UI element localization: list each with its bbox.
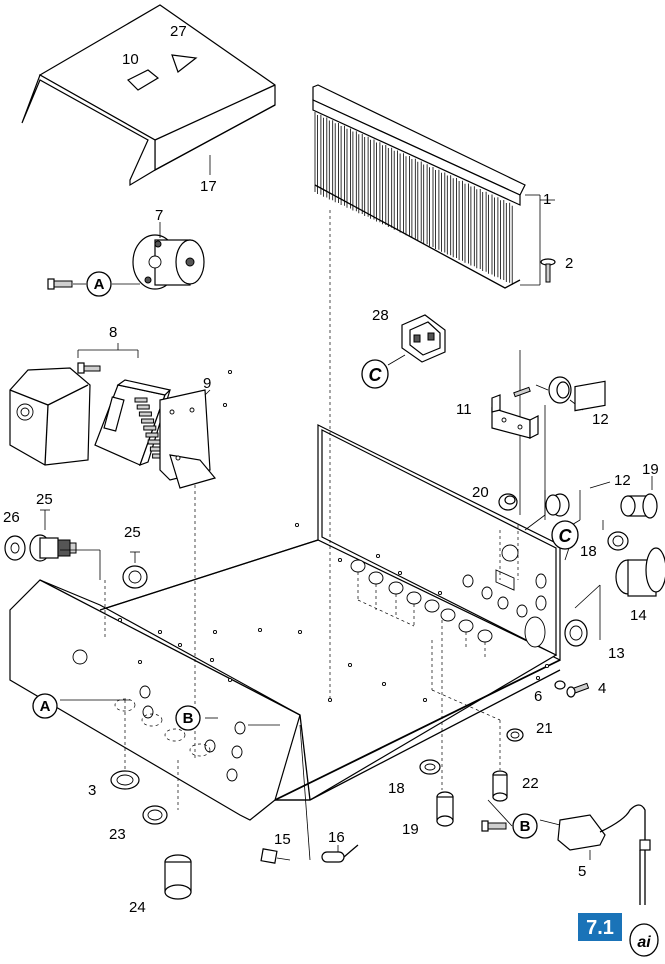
nut-part-23 <box>142 805 168 825</box>
svg-text:A: A <box>94 276 105 293</box>
callout-3: 3 <box>88 782 96 799</box>
callout-24: 24 <box>129 899 146 916</box>
svg-text:B: B <box>183 710 194 727</box>
cover-triangle-window <box>171 54 198 73</box>
section-number: 7.1 <box>586 917 614 939</box>
callout-26: 26 <box>3 509 20 526</box>
ref-A-bottom: A <box>32 693 58 719</box>
ref-C-socket: C <box>361 359 389 389</box>
fitting-part-19b <box>436 791 454 827</box>
grommet-part-18b <box>419 759 441 775</box>
callout-4: 4 <box>598 680 606 697</box>
grommet-part-18a <box>607 531 629 551</box>
callout-25a: 25 <box>36 491 53 508</box>
callout-17: 17 <box>200 178 217 195</box>
plug-part-20 <box>498 493 518 511</box>
callout-1: 1 <box>543 191 551 208</box>
callout-18b: 18 <box>388 780 405 797</box>
callout-14: 14 <box>630 607 647 624</box>
thermostat-part-5 <box>557 804 651 905</box>
floor-mounting-holes <box>117 369 550 703</box>
cover-part <box>21 4 276 187</box>
callout-22: 22 <box>522 775 539 792</box>
callout-23: 23 <box>109 826 126 843</box>
heatsink-rail-part <box>312 84 555 289</box>
callout-19b: 19 <box>402 821 419 838</box>
callout-20: 20 <box>472 484 489 501</box>
ref-B-front: B <box>175 705 201 731</box>
callout-11: 11 <box>456 401 472 418</box>
terminal-block-part-8 <box>94 379 172 467</box>
insulating-plate-part-9 <box>159 389 217 489</box>
callout-9: 9 <box>203 375 211 392</box>
cover-slot <box>126 69 160 91</box>
callout-13: 13 <box>608 645 625 662</box>
callout-2: 2 <box>565 255 573 272</box>
code-marker: ai <box>629 923 659 957</box>
callout-15: 15 <box>274 831 291 848</box>
callout-5: 5 <box>578 863 586 880</box>
front-panel-holes <box>72 649 246 782</box>
connector-part-7 <box>132 222 205 290</box>
ref-B-right: B <box>512 813 538 839</box>
fitting-part-19a <box>620 476 658 519</box>
screw-left-of-B2 <box>481 820 507 832</box>
callout-21: 21 <box>536 720 553 737</box>
badge-background <box>578 913 622 941</box>
svg-text:ai: ai <box>637 934 651 951</box>
callout-7: 7 <box>155 207 163 224</box>
callout-19a: 19 <box>642 461 659 478</box>
gland-part-14 <box>615 547 665 597</box>
callout-18a: 18 <box>580 543 597 560</box>
ref-C-right: C <box>551 520 579 550</box>
lamp-part-15 <box>260 848 291 864</box>
screw-left-of-A <box>47 278 140 290</box>
callout-16: 16 <box>328 829 345 846</box>
fitting-part-22 <box>492 770 508 802</box>
housing-part-8 <box>9 343 139 466</box>
nut-part-21 <box>506 728 524 742</box>
section-badge: 7.1 <box>578 913 622 941</box>
switch-part-25a <box>29 509 77 562</box>
nut-part-25b <box>122 551 148 589</box>
screw-part-4 <box>566 682 590 698</box>
sensor-part-16 <box>321 844 359 863</box>
callout-12a: 12 <box>592 411 609 428</box>
connector-part-12b <box>545 380 611 517</box>
washer-part-6 <box>554 680 566 690</box>
svg-text:C: C <box>369 365 383 385</box>
svg-text:B: B <box>520 818 531 835</box>
callout-10: 10 <box>122 51 139 68</box>
gland-part-24 <box>164 854 192 900</box>
reference-markers: A A B B C C <box>32 271 579 839</box>
back-wall-holes <box>350 544 547 648</box>
svg-text:A: A <box>40 698 51 715</box>
grommet-part-3 <box>110 770 140 790</box>
screw-part-2 <box>540 258 556 283</box>
callout-27: 27 <box>170 23 187 40</box>
bracket-part-11 <box>491 384 549 439</box>
callout-numbers: 1 2 3 4 5 6 7 8 9 10 11 12 12 13 14 15 1… <box>3 23 659 916</box>
svg-text:C: C <box>559 526 573 546</box>
screw-part-8 <box>77 362 101 374</box>
callout-12b: 12 <box>614 472 631 489</box>
grommet-part-12a <box>548 376 584 411</box>
knob-part-26 <box>4 535 26 561</box>
callout-8: 8 <box>109 324 117 341</box>
ref-A-top: A <box>86 271 112 297</box>
nut-part-13 <box>564 619 588 647</box>
callout-6: 6 <box>534 688 542 705</box>
callout-28: 28 <box>372 307 389 324</box>
socket-part-28 <box>387 314 446 366</box>
callout-25b: 25 <box>124 524 141 541</box>
